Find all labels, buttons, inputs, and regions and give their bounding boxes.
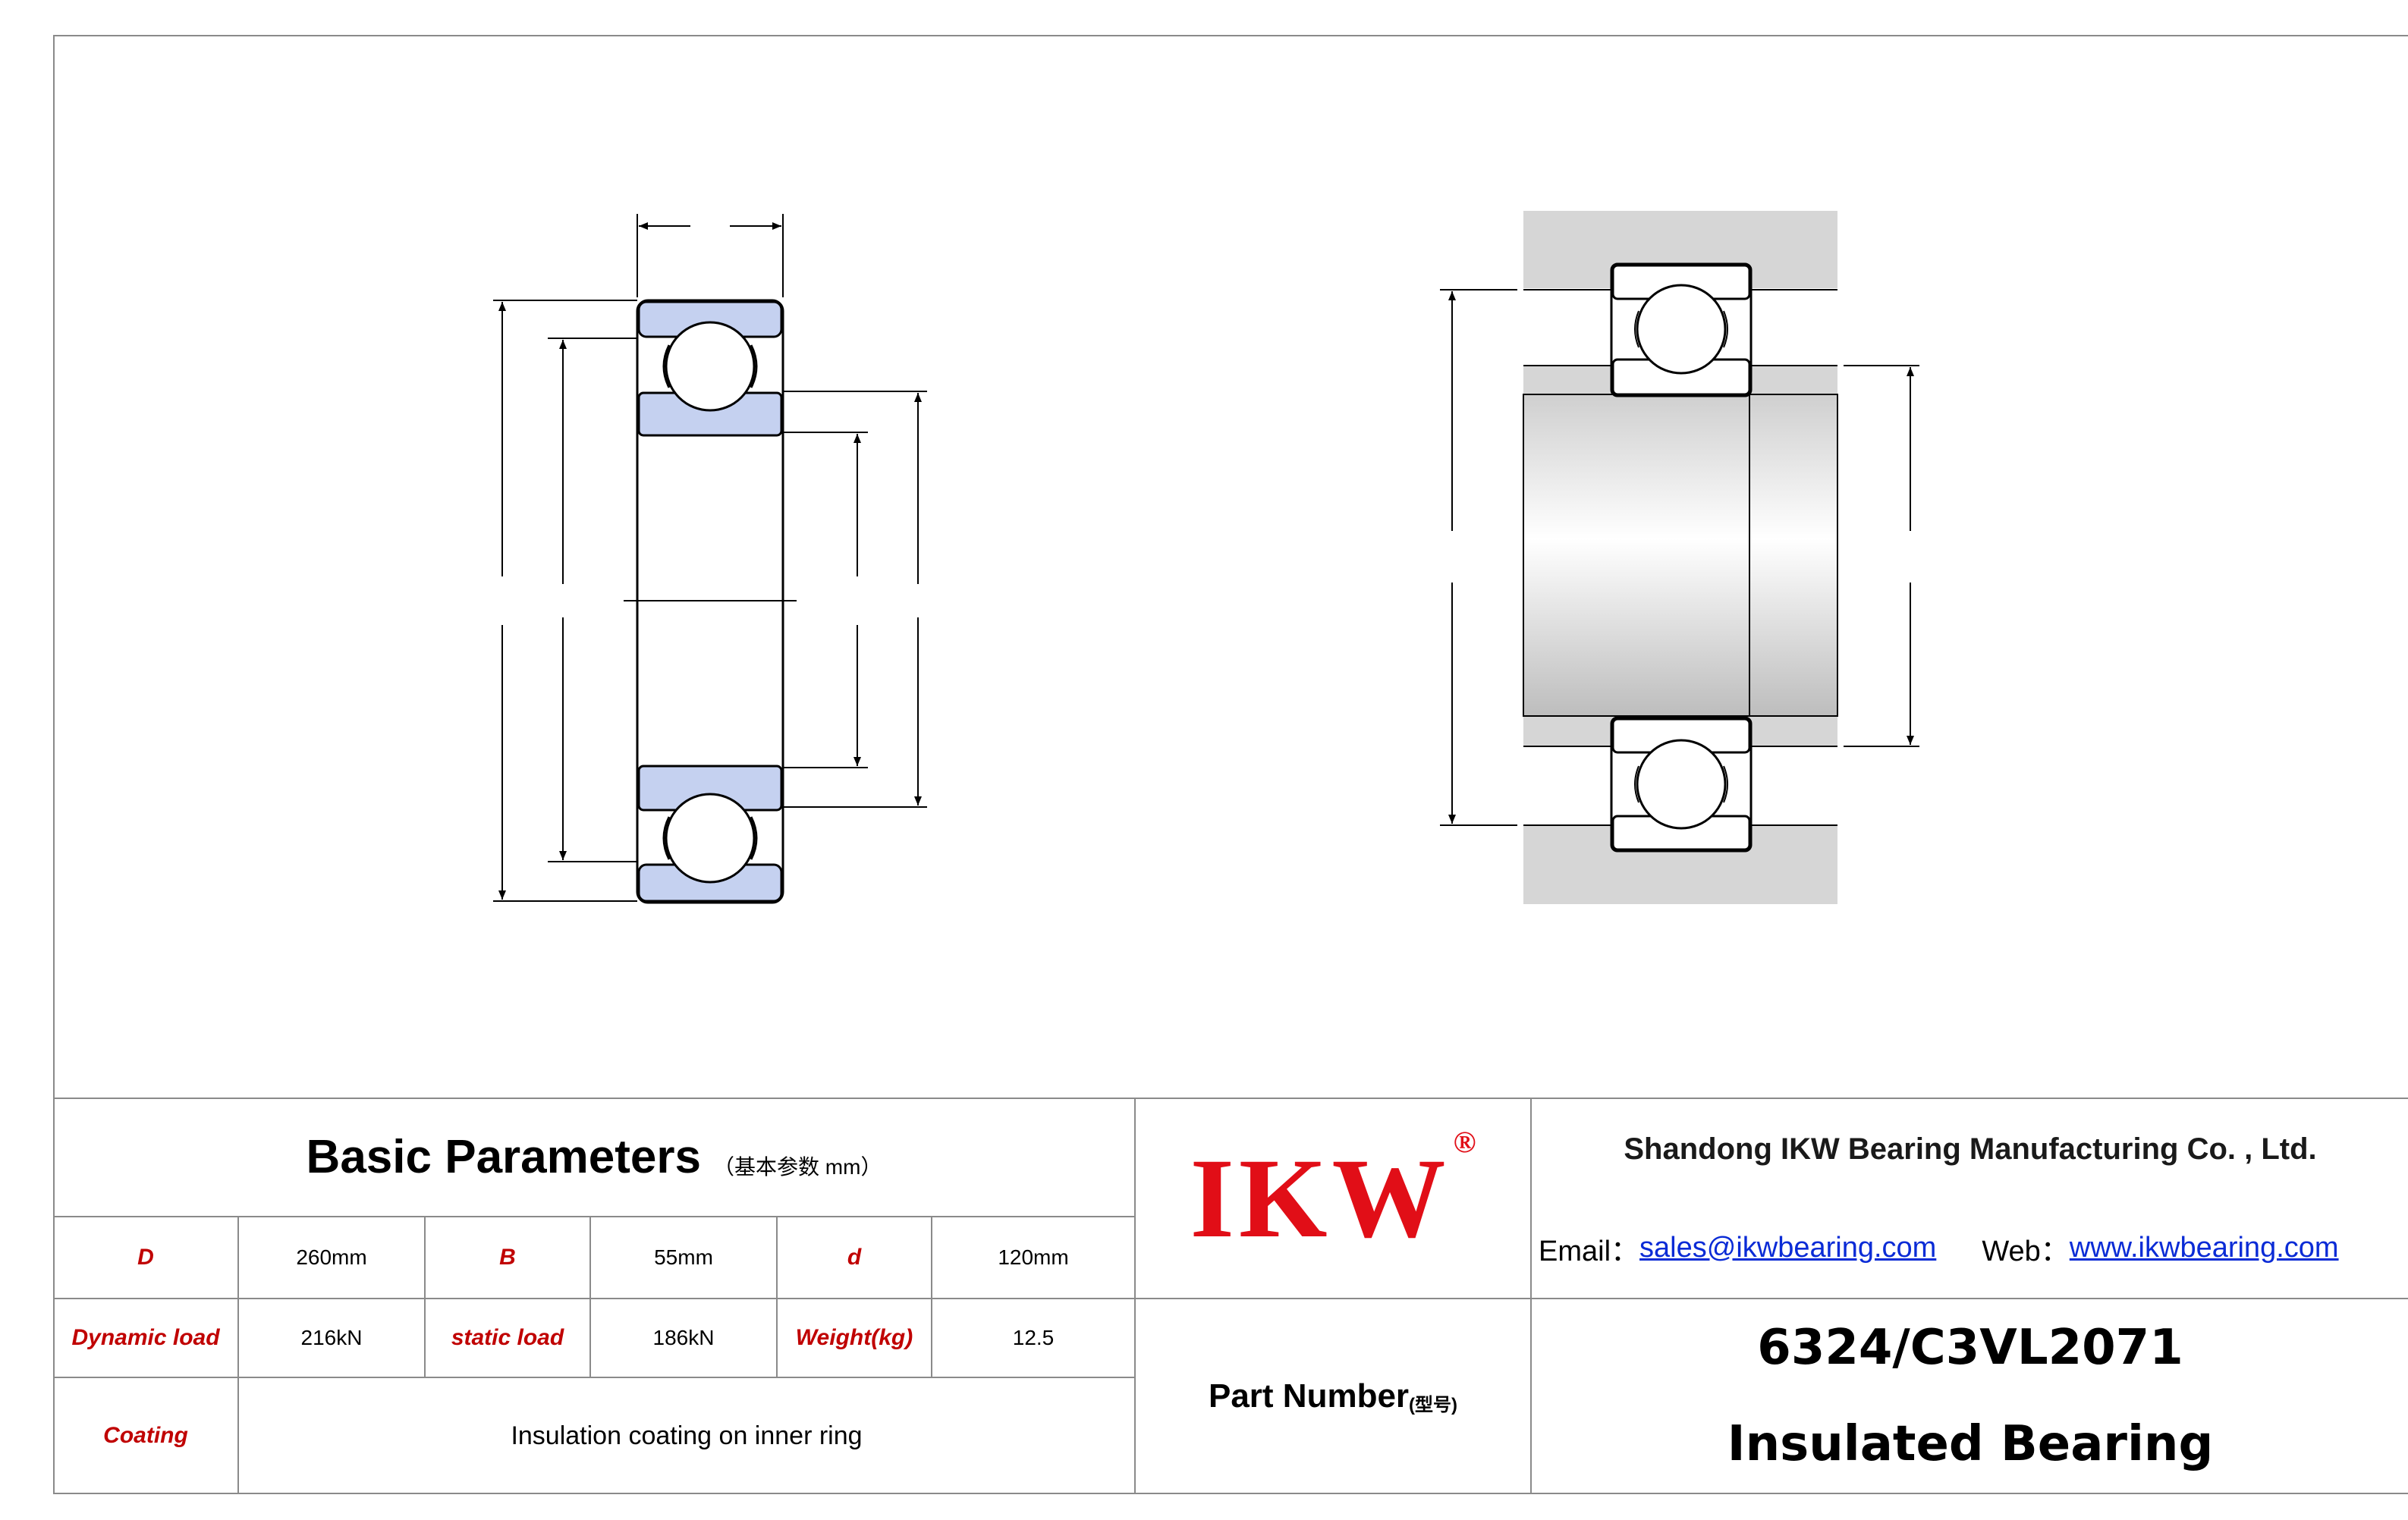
part-number-label-text: Part Number — [1208, 1377, 1410, 1415]
label-static-load: static load — [451, 1325, 564, 1350]
label-weight: Weight(kg) — [795, 1325, 913, 1350]
value-weight: 12.5 — [1012, 1326, 1055, 1349]
value-D: 260mm — [296, 1245, 367, 1269]
drawing-frame — [53, 35, 2408, 1494]
contact-row: Email： sales@ikwbearing.com Web： www.ikw… — [1533, 1198, 2408, 1297]
logo-registered-mark: ® — [1453, 1125, 1476, 1159]
bearing-mounted-view — [1440, 211, 1919, 904]
part-number-value: 6324/C3VL2071 — [1757, 1320, 2183, 1376]
label-dynamic-load: Dynamic load — [71, 1325, 220, 1350]
email-label: Email： — [1539, 1235, 1640, 1267]
part-number-label-small: (型号) — [1409, 1394, 1458, 1415]
label-d: d — [847, 1245, 862, 1270]
ball-bottom — [665, 793, 756, 884]
value-B: 55mm — [654, 1245, 713, 1269]
ikw-logo: IKW® — [1136, 1100, 1529, 1297]
label-coating: Coating — [103, 1423, 188, 1448]
web-link[interactable]: www.ikwbearing.com — [2069, 1231, 2339, 1264]
ball-top — [665, 321, 756, 412]
params-title: Basic Parameters （基本参数 mm） — [55, 1100, 1133, 1214]
bearing-section-view — [493, 214, 927, 904]
web-label: Web： — [1982, 1235, 2070, 1267]
value-coating: Insulation coating on inner ring — [511, 1421, 863, 1450]
value-d: 120mm — [998, 1245, 1069, 1269]
value-dynamic-load: 216kN — [300, 1326, 363, 1349]
product-name: Insulated Bearing — [1727, 1416, 2214, 1472]
label-D: D — [137, 1245, 154, 1270]
label-B: B — [499, 1245, 516, 1270]
email-link[interactable]: sales@ikwbearing.com — [1639, 1231, 1937, 1264]
title-block-grid — [53, 1098, 2408, 1494]
company-name: Shandong IKW Bearing Manufacturing Co. ,… — [1624, 1132, 2317, 1166]
logo-text: IKW — [1190, 1135, 1451, 1261]
part-number-label: Part Number(型号) — [1136, 1300, 1529, 1493]
value-static-load: 186kN — [652, 1326, 715, 1349]
params-title-text: Basic Parameters — [306, 1130, 702, 1183]
params-subtitle: （基本参数 mm） — [713, 1155, 882, 1179]
shaft — [1523, 394, 1838, 717]
